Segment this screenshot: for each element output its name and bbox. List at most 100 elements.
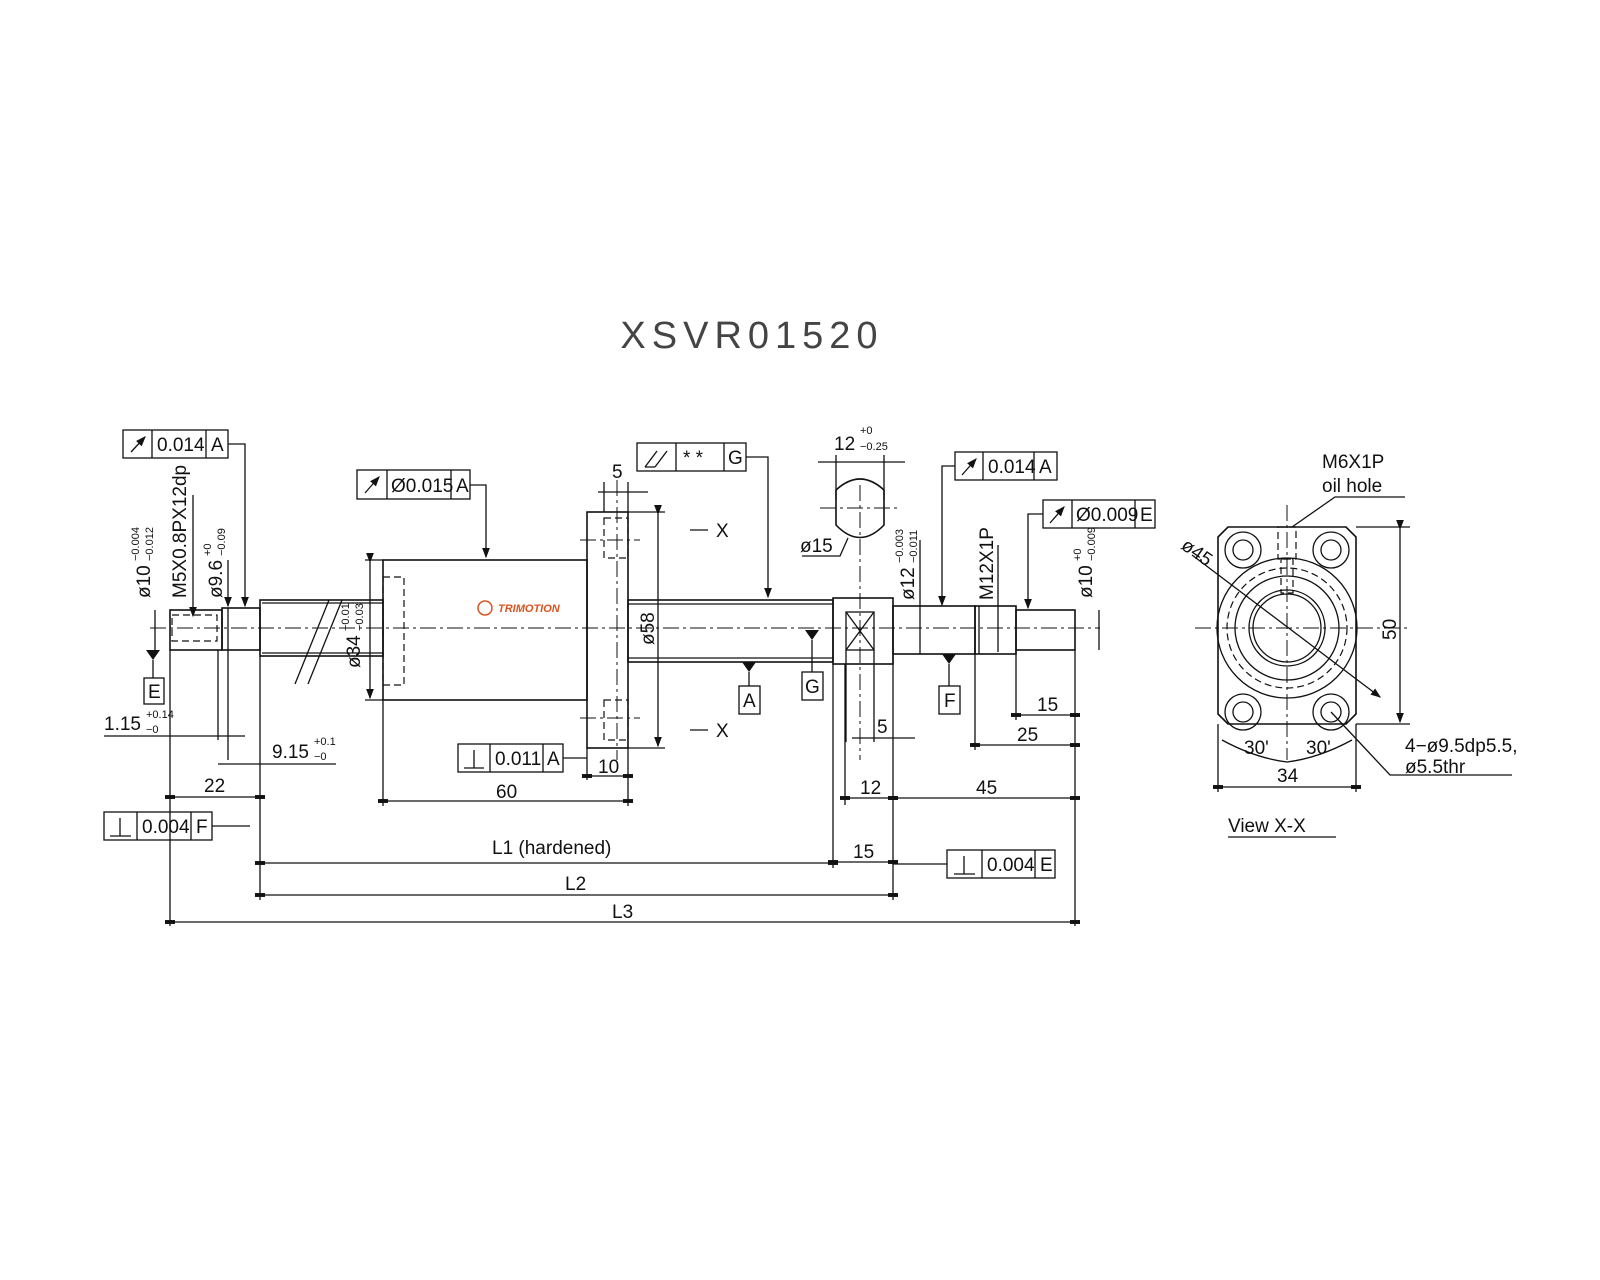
fcf-total-runout: * *G	[636, 442, 747, 472]
dim-d15: ø15	[800, 536, 849, 557]
svg-text:X: X	[716, 521, 729, 542]
runout-icon	[961, 458, 977, 476]
svg-text:0.014: 0.014	[157, 435, 205, 456]
svg-text:−0.01: −0.01	[340, 603, 352, 631]
svg-text:30': 30'	[1244, 738, 1269, 759]
dim-d45-side: ø45	[1177, 535, 1216, 571]
dim-flange-5: 5	[598, 462, 648, 512]
dim-m12-thread: M12X1P	[977, 527, 998, 600]
bearing-seat-section	[835, 478, 885, 539]
svg-text:+0: +0	[860, 425, 873, 437]
perpendicularity-icon	[110, 818, 131, 837]
runout-icon	[130, 436, 146, 453]
svg-text:M6X1P: M6X1P	[1322, 452, 1384, 473]
dim-22: 22	[164, 650, 266, 926]
dim-d12: ø12 −0.003−0.011	[894, 529, 920, 600]
dim-d58: ø58	[638, 612, 659, 645]
svg-text:−0.011: −0.011	[908, 530, 920, 563]
svg-text:A: A	[456, 476, 469, 497]
svg-text:ø10: ø10	[134, 565, 155, 598]
dim-30-angles: 30' 30'	[1221, 738, 1353, 763]
svg-text:12: 12	[860, 778, 881, 799]
svg-text:−0.004: −0.004	[130, 527, 142, 561]
svg-text:45: 45	[976, 778, 997, 799]
dim-L1: L1 (hardened)	[254, 838, 839, 865]
svg-text:9.15: 9.15	[272, 742, 309, 763]
datum-e: E	[143, 650, 165, 705]
svg-text:F: F	[944, 691, 956, 712]
svg-text:E: E	[148, 682, 161, 703]
dim-34: 34	[1212, 724, 1362, 792]
svg-text:+0: +0	[202, 543, 214, 556]
dim-L2: L2	[254, 874, 899, 897]
svg-text:oil hole: oil hole	[1322, 476, 1382, 497]
svg-text:0.014: 0.014	[988, 457, 1036, 478]
svg-text:15: 15	[853, 842, 874, 863]
dim-60: 60	[377, 700, 634, 806]
svg-text:A: A	[743, 691, 756, 712]
svg-text:1.15: 1.15	[104, 714, 141, 735]
svg-text:A: A	[1039, 457, 1052, 478]
dim-12-bottom: 12	[839, 654, 899, 900]
nut-flange	[586, 511, 629, 749]
svg-text:−0.09: −0.09	[216, 528, 228, 556]
svg-text:Ø0.009: Ø0.009	[1076, 505, 1138, 526]
svg-text:5: 5	[612, 462, 623, 483]
svg-text:0.004: 0.004	[142, 817, 190, 838]
dim-d96: ø9.6 +0−0.09	[202, 528, 228, 598]
svg-text:−0: −0	[314, 751, 327, 763]
svg-text:Ø0.015: Ø0.015	[391, 476, 453, 497]
svg-text:M5X0.8PX12dp: M5X0.8PX12dp	[170, 465, 191, 598]
section-mark-bottom: X	[690, 721, 729, 742]
dim-10: 10	[581, 748, 634, 780]
svg-text:L2: L2	[565, 874, 586, 895]
nut-body	[382, 559, 588, 701]
svg-text:ø12: ø12	[898, 567, 919, 600]
bolt-holes	[1224, 531, 1350, 731]
dim-5: 5	[845, 650, 915, 742]
svg-text:A: A	[547, 749, 560, 770]
svg-text:ø15: ø15	[800, 536, 833, 557]
logo-mark-icon	[477, 600, 493, 616]
svg-text:ø9.6: ø9.6	[206, 560, 227, 598]
svg-text:ø45: ø45	[1177, 535, 1216, 571]
dim-bearing-width-12: 12 +0−0.25	[818, 425, 905, 500]
trimotion-logo: TRIMOTION	[498, 603, 561, 615]
view-caption: View X-X	[1228, 816, 1306, 837]
svg-text:ø10: ø10	[1076, 565, 1097, 598]
svg-text:60: 60	[496, 782, 517, 803]
drawing-title: XSVR01520	[620, 315, 883, 357]
perpendicularity-icon	[464, 750, 484, 769]
svg-text:22: 22	[204, 776, 225, 797]
datum-f: F	[938, 654, 961, 715]
svg-text:−0.012: −0.012	[144, 527, 156, 561]
dim-45: 45	[887, 778, 1081, 800]
dim-15-bottom: 15	[827, 664, 899, 868]
svg-text:−0: −0	[146, 724, 159, 736]
svg-text:M12X1P: M12X1P	[977, 527, 998, 600]
dim-1-15: 1.15 +0.14−0	[104, 650, 245, 760]
section-mark-top: X	[690, 521, 729, 542]
svg-text:−0.003: −0.003	[894, 529, 906, 563]
svg-text:−0.009: −0.009	[1086, 527, 1098, 561]
total-runout-icon	[644, 450, 668, 468]
svg-text:ø34: ø34	[344, 635, 365, 668]
svg-text:* *: * *	[683, 448, 704, 469]
svg-text:34: 34	[1277, 766, 1299, 787]
svg-text:4−ø9.5dp5.5,: 4−ø9.5dp5.5,	[1405, 736, 1518, 757]
svg-text:L1 (hardened): L1 (hardened)	[492, 838, 611, 859]
dim-15-right: 15	[1010, 650, 1081, 926]
dim-bolt-holes: 4−ø9.5dp5.5, ø5.5thr	[1330, 711, 1518, 778]
svg-text:ø58: ø58	[638, 612, 659, 645]
svg-text:12: 12	[834, 434, 855, 455]
dim-50: 50	[1356, 519, 1410, 725]
